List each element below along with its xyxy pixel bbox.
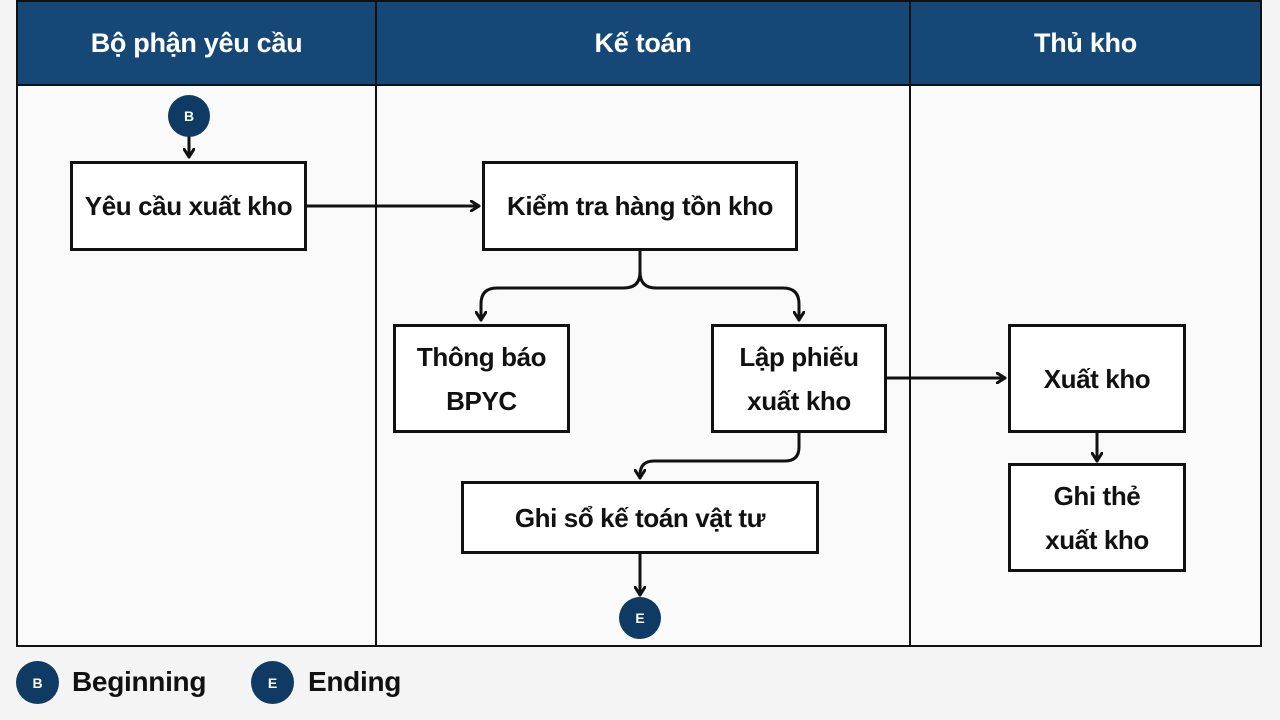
- legend-ending-label: Ending: [308, 666, 402, 697]
- lane-header-warehouse-keeper: Thủ kho: [910, 1, 1261, 85]
- lane-header-accounting: Kế toán: [376, 1, 910, 85]
- process-record-stock-card-line2: xuất kho: [1045, 524, 1149, 555]
- process-notify-requester: Thông báo BPYC: [393, 324, 570, 433]
- process-notify-requester-line1: Thông báo: [416, 341, 547, 372]
- legend-ending-symbol-label: E: [267, 674, 278, 691]
- process-create-export-slip: Lập phiếu xuất kho: [711, 324, 887, 433]
- process-notify-requester-line2: BPYC: [446, 385, 517, 416]
- legend-ending-symbol: E: [251, 661, 294, 704]
- process-request-export: Yêu cầu xuất kho: [70, 161, 307, 251]
- process-check-inventory: Kiểm tra hàng tồn kho: [482, 161, 798, 251]
- process-export-goods-label: Xuất kho: [1043, 363, 1151, 394]
- legend-beginning-symbol: B: [16, 661, 59, 704]
- process-record-stock-card: Ghi thẻ xuất kho: [1008, 463, 1186, 572]
- process-request-export-label: Yêu cầu xuất kho: [84, 191, 293, 221]
- end-terminal-label: E: [635, 610, 645, 626]
- start-terminal: B: [168, 95, 210, 137]
- process-check-inventory-label: Kiểm tra hàng tồn kho: [506, 191, 774, 221]
- process-record-stock-card-line1: Ghi thẻ: [1053, 480, 1141, 511]
- legend-beginning-label: Beginning: [72, 666, 207, 697]
- lane-header-requesting-department: Bộ phận yêu cầu: [17, 1, 376, 85]
- process-record-material-ledger-label: Ghi sổ kế toán vật tư: [514, 502, 766, 533]
- end-terminal: E: [619, 597, 661, 639]
- process-create-export-slip-line1: Lập phiếu: [739, 341, 859, 372]
- legend-beginning-symbol-label: B: [32, 674, 43, 691]
- process-export-goods: Xuất kho: [1008, 324, 1186, 433]
- process-record-material-ledger: Ghi sổ kế toán vật tư: [461, 481, 819, 554]
- process-create-export-slip-line2: xuất kho: [747, 385, 851, 416]
- start-terminal-label: B: [183, 108, 195, 124]
